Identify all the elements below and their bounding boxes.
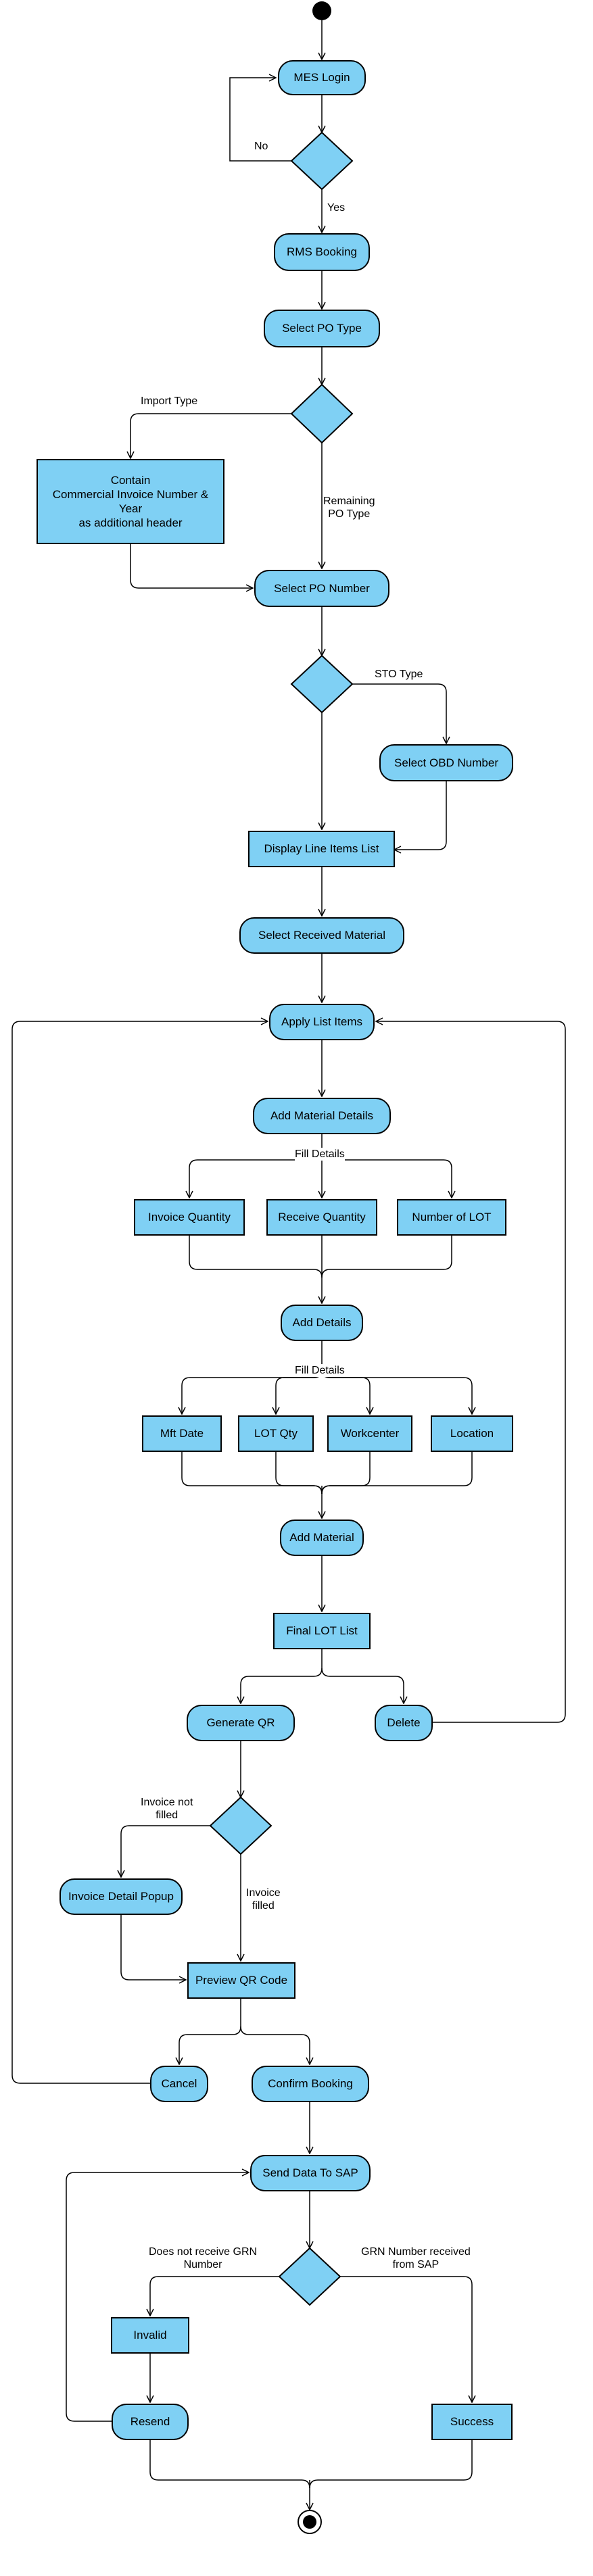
edge-cancel-loop <box>11 1021 268 2084</box>
generate-qr-node: Generate QR <box>187 1705 295 1741</box>
final-lot-list-node: Final LOT List <box>273 1613 371 1649</box>
contain-header-line-2: Commercial Invoice Number & <box>52 487 209 501</box>
edge-no-grn <box>150 2276 279 2316</box>
label-fill-details-2: Fill Details <box>295 1364 345 1378</box>
label-import-type: Import Type <box>141 395 198 407</box>
workcenter-node: Workcenter <box>327 1415 412 1452</box>
edge-fork-generate-qr <box>241 1668 323 1703</box>
select-po-number-node: Select PO Number <box>254 570 389 607</box>
contain-header-line-4: as additional header <box>78 516 183 530</box>
edge-join-lot-qty <box>275 1452 323 1494</box>
delete-node: Delete <box>375 1705 433 1741</box>
edge-popup-preview <box>120 1915 186 1980</box>
label-invoice-filled: Invoice filled <box>246 1887 281 1912</box>
edge-join-invoice-qty <box>189 1236 323 1278</box>
label-no-grn-line-2: Number <box>183 2259 222 2271</box>
decision-invoice <box>209 1796 272 1855</box>
lot-qty-node: LOT Qty <box>238 1415 314 1452</box>
edge-delete-loop <box>376 1021 566 1723</box>
label-no-grn-line-1: Does not receive GRN <box>149 2246 258 2258</box>
apply-list-items-node: Apply List Items <box>269 1004 375 1040</box>
contain-header-line-3: Year <box>118 502 143 515</box>
mes-login-node: MES Login <box>278 60 366 95</box>
label-remaining-po-type: Remaining PO Type <box>323 495 375 520</box>
edge-fork-delete <box>321 1668 404 1703</box>
invoice-detail-popup-node: Invoice Detail Popup <box>60 1878 183 1915</box>
invalid-node: Invalid <box>111 2317 189 2354</box>
select-obd-number-node: Select OBD Number <box>379 744 513 781</box>
invoice-quantity-node: Invoice Quantity <box>134 1199 245 1236</box>
contain-header-line-1: Contain <box>110 473 151 487</box>
end-node-inner <box>303 2515 316 2529</box>
add-details-node: Add Details <box>281 1305 363 1341</box>
edge-grn-received <box>340 2276 472 2402</box>
label-no: No <box>254 141 268 152</box>
edge-import-type <box>131 413 291 458</box>
send-data-to-sap-node: Send Data To SAP <box>250 2155 371 2191</box>
label-grn-received-line-1: GRN Number received <box>361 2246 471 2258</box>
rms-booking-node: RMS Booking <box>274 233 370 271</box>
edge-fork-confirm <box>240 2026 310 2064</box>
label-remaining-po-type-line-2: PO Type <box>328 508 371 520</box>
label-invoice-not-filled: Invoice not filled <box>141 1796 193 1822</box>
decision-sto <box>290 654 354 714</box>
label-sto-type: STO Type <box>375 669 423 680</box>
edge-fork-cancel <box>179 2026 241 2064</box>
label-invoice-filled-line-1: Invoice <box>246 1887 281 1899</box>
edge-resend-end <box>149 2440 310 2489</box>
edge-obd-display <box>394 781 447 850</box>
confirm-booking-node: Confirm Booking <box>252 2066 369 2102</box>
edge-success-end <box>309 2440 473 2489</box>
edge-no-loop <box>229 78 291 162</box>
label-invoice-not-filled-line-2: filled <box>156 1809 179 1822</box>
resend-node: Resend <box>112 2404 189 2440</box>
label-grn-received-line-2: from SAP <box>392 2259 440 2271</box>
edge-sto-type <box>352 683 446 744</box>
edge-join-number-lot <box>321 1236 452 1278</box>
edge-join-mft-date <box>181 1452 323 1494</box>
label-remaining-po-type-line-1: Remaining <box>323 495 375 507</box>
edge-join-workcenter <box>321 1452 371 1494</box>
start-node <box>312 1 331 20</box>
location-node: Location <box>431 1415 513 1452</box>
label-invoice-not-filled-line-1: Invoice not <box>141 1797 193 1808</box>
edge-invoice-not-filled <box>121 1825 210 1877</box>
add-material-details-node: Add Material Details <box>253 1098 391 1134</box>
label-grn-received: GRN Number received from SAP <box>361 2245 471 2271</box>
preview-qr-code-node: Preview QR Code <box>187 1962 295 1999</box>
decision-grn <box>278 2247 341 2306</box>
label-no-grn: Does not receive GRN Number <box>149 2245 257 2271</box>
number-of-lot-node: Number of LOT <box>397 1199 506 1236</box>
edge-resend-loop <box>66 2172 249 2422</box>
decision-login <box>290 131 354 191</box>
display-line-items-node: Display Line Items List <box>248 831 395 867</box>
add-material-node: Add Material <box>280 1520 364 1556</box>
select-received-material-node: Select Received Material <box>239 917 404 954</box>
select-po-type-node: Select PO Type <box>264 310 380 347</box>
label-fill-details-1: Fill Details <box>295 1148 345 1161</box>
success-node: Success <box>431 2404 513 2440</box>
label-yes: Yes <box>327 202 346 214</box>
mft-date-node: Mft Date <box>142 1415 222 1452</box>
decision-po-type <box>290 383 354 444</box>
edge-contain-po-number <box>130 544 253 588</box>
cancel-node: Cancel <box>150 2066 208 2102</box>
contain-header-node: Contain Commercial Invoice Number & Year… <box>37 459 224 544</box>
label-invoice-filled-line-2: filled <box>252 1900 275 1912</box>
receive-quantity-node: Receive Quantity <box>266 1199 377 1236</box>
edge-join-location <box>321 1452 473 1494</box>
